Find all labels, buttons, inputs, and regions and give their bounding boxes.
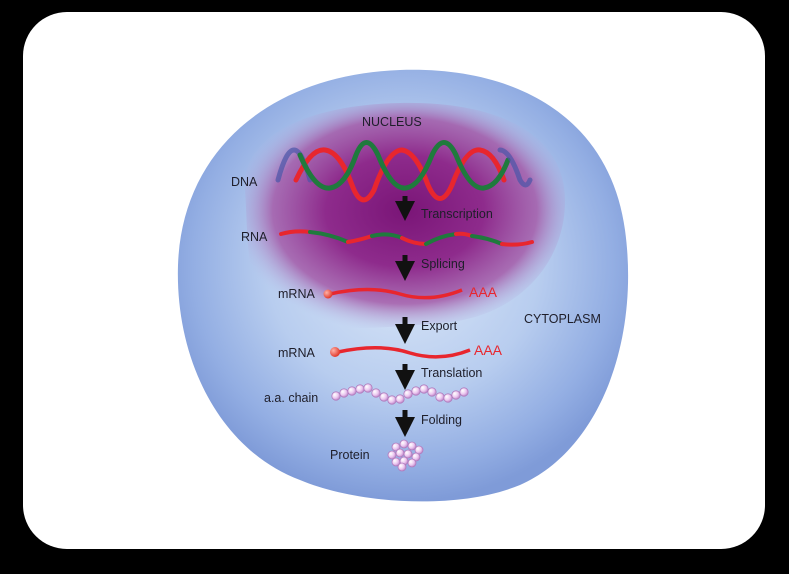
amino-acid-bead xyxy=(435,392,445,402)
polya-tail-label-1: AAA xyxy=(469,284,498,300)
protein-bead xyxy=(411,452,421,462)
amino-acid-bead xyxy=(355,384,365,394)
amino-acid-bead xyxy=(411,386,421,396)
cytoplasm-label: CYTOPLASM xyxy=(524,312,601,326)
protein-bead xyxy=(395,448,405,458)
transcription-label: Transcription xyxy=(421,207,493,221)
amino-acid-bead xyxy=(379,392,389,402)
dna-strand-green xyxy=(297,140,511,191)
amino-acid-bead xyxy=(459,387,469,397)
dna-helix xyxy=(275,140,533,203)
protein-bead xyxy=(391,442,401,452)
mrna-cytoplasmic-cap xyxy=(330,347,340,357)
translation-label: Translation xyxy=(421,366,482,380)
amino-acid-chain xyxy=(331,383,469,405)
polya-tail-label-2: AAA xyxy=(474,342,503,358)
mrna-cytoplasmic-label: mRNA xyxy=(278,346,315,360)
splicing-label: Splicing xyxy=(421,257,465,271)
amino-acid-bead xyxy=(363,383,373,393)
amino-acid-bead xyxy=(331,391,341,401)
protein-bead xyxy=(387,450,397,460)
mrna-nuclear-label: mRNA xyxy=(278,287,315,301)
nucleus-label: NUCLEUS xyxy=(362,115,422,129)
mrna-nuclear-strand xyxy=(329,287,463,300)
protein-bead xyxy=(403,449,413,459)
amino-acid-bead xyxy=(427,387,437,397)
rna-segment-red-4 xyxy=(454,231,474,238)
amino-acid-bead xyxy=(387,395,397,405)
export-label: Export xyxy=(421,319,458,333)
amino-acid-bead xyxy=(419,384,429,394)
amino-acid-bead xyxy=(403,389,413,399)
protein-bead xyxy=(407,441,417,451)
rna-segment-green-3 xyxy=(424,232,458,246)
rna-segment-red-3 xyxy=(400,236,428,246)
amino-acid-bead xyxy=(347,386,357,396)
protein-bead xyxy=(407,458,417,468)
dna-strand-faded-right xyxy=(497,147,533,188)
protein-bead xyxy=(399,439,409,449)
amino-acid-bead xyxy=(339,388,349,398)
protein-label: Protein xyxy=(330,448,370,462)
rna-segment-red-1 xyxy=(279,229,312,236)
amino-acid-bead xyxy=(443,393,453,403)
protein-bead xyxy=(397,462,407,472)
mrna-cytoplasmic-strand xyxy=(337,346,471,359)
mrna-nuclear-cap xyxy=(323,289,333,299)
rna-segment-green-1 xyxy=(308,230,350,244)
dna-strand-red xyxy=(293,147,507,203)
rna-segment-green-4 xyxy=(470,234,504,246)
rna-strand xyxy=(279,229,534,247)
dna-label: DNA xyxy=(231,175,258,189)
folding-label: Folding xyxy=(421,413,462,427)
rna-segment-red-2 xyxy=(346,234,374,244)
rna-label: RNA xyxy=(241,230,268,244)
aa-chain-label: a.a. chain xyxy=(264,391,318,405)
rna-segment-red-5 xyxy=(500,240,534,247)
rna-segment-green-2 xyxy=(370,232,404,240)
amino-acid-bead xyxy=(371,388,381,398)
folded-protein xyxy=(387,439,424,472)
amino-acid-bead xyxy=(395,394,405,404)
amino-acid-bead xyxy=(451,390,461,400)
